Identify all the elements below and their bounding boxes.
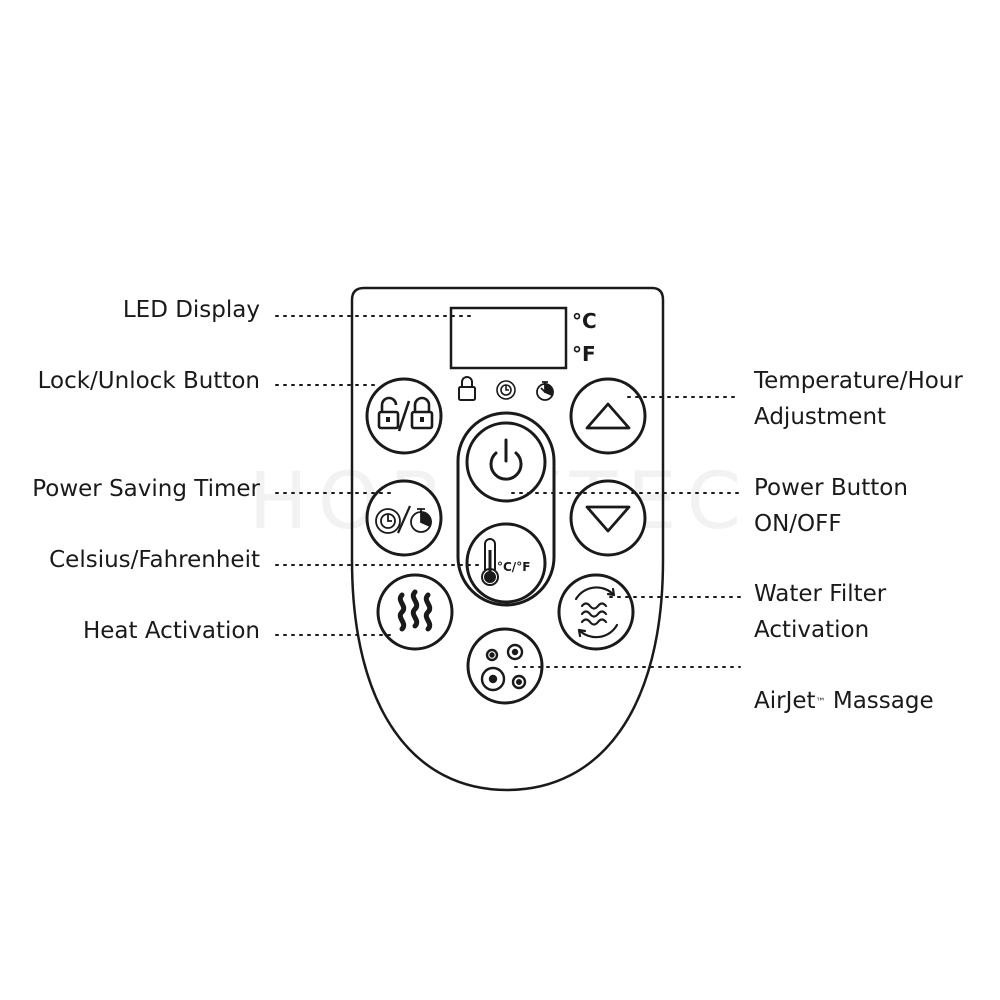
celsius-fahrenheit-button[interactable]: °C/°F xyxy=(465,522,547,604)
label-power-button-line1: Power Button xyxy=(754,475,908,501)
water-filter-button[interactable] xyxy=(557,573,635,651)
heat-activation-button[interactable] xyxy=(376,573,454,651)
label-temperature-hour-line2: Adjustment xyxy=(754,404,887,430)
filter-cycle-icon xyxy=(574,586,619,639)
temperature-up-button[interactable] xyxy=(569,377,647,455)
power-icon xyxy=(489,438,523,481)
led-display-screen xyxy=(449,306,568,370)
thermometer-icon xyxy=(481,538,499,586)
panel-outline xyxy=(350,286,665,792)
label-airjet-name: AirJet xyxy=(754,688,816,714)
label-power-button: Power Button ON/OFF xyxy=(754,470,908,542)
temperature-down-button[interactable] xyxy=(569,479,647,557)
lock-unlock-button[interactable] xyxy=(365,377,443,455)
label-temperature-hour: Temperature/Hour Adjustment xyxy=(754,363,963,435)
label-airjet-trademark: ™ xyxy=(815,697,826,708)
label-water-filter: Water Filter Activation xyxy=(754,576,886,648)
stopwatch-indicator-icon xyxy=(536,381,554,401)
label-power-button-line2: ON/OFF xyxy=(754,511,842,537)
label-led-display: LED Display xyxy=(122,297,260,323)
label-water-filter-line1: Water Filter xyxy=(754,581,887,607)
fahrenheit-unit: °F xyxy=(572,342,596,366)
power-button[interactable] xyxy=(465,421,547,503)
label-power-saving-timer: Power Saving Timer xyxy=(32,476,260,502)
celsius-unit: °C xyxy=(572,309,597,333)
timer-indicator-icon xyxy=(496,380,516,400)
down-arrow-icon xyxy=(585,505,631,533)
up-arrow-icon xyxy=(585,402,631,430)
power-saving-timer-button[interactable] xyxy=(365,479,443,557)
label-celsius-fahrenheit: Celsius/Fahrenheit xyxy=(49,547,260,573)
airjet-bubbles-icon xyxy=(480,643,527,692)
timer-stopwatch-icon xyxy=(375,505,432,534)
airjet-massage-button[interactable] xyxy=(466,627,544,705)
temp-unit-button-label: °C/°F xyxy=(497,560,530,574)
label-airjet-massage: AirJet™ Massage xyxy=(754,683,934,719)
heat-waves-icon xyxy=(397,589,433,632)
label-heat-activation: Heat Activation xyxy=(82,618,260,644)
label-lock-unlock-button: Lock/Unlock Button xyxy=(37,368,260,394)
label-temperature-hour-line1: Temperature/Hour xyxy=(754,368,963,394)
lock-indicator-icon xyxy=(458,376,476,401)
label-airjet-suffix: Massage xyxy=(825,688,934,714)
label-water-filter-line2: Activation xyxy=(754,617,870,643)
lock-unlock-icon xyxy=(377,396,434,432)
